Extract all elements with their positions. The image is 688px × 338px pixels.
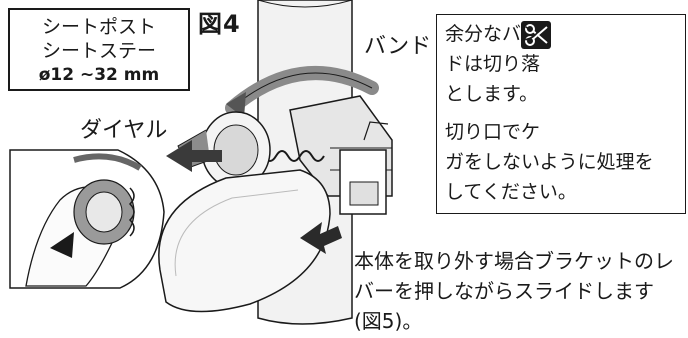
pull-arrow-icon bbox=[166, 140, 222, 172]
figure-label: 図4 bbox=[198, 10, 241, 38]
diameter-range: ø12 ~32 mm bbox=[38, 65, 160, 85]
slide-arrow-icon bbox=[300, 222, 342, 254]
trim-note-box: 余分なバン ドは切り落 とします。 切り口でケ ガをしないように処理を してくだ… bbox=[436, 14, 686, 214]
note-line-1: 余分なバン bbox=[445, 23, 541, 45]
removal-instructions: 本体を取り外す場合ブラケットのレ バーを押しながらスライドします (図5)。 bbox=[354, 246, 674, 336]
dial-knob bbox=[177, 111, 271, 189]
device-body bbox=[158, 169, 331, 313]
note-line-5: ガをしないように処理を bbox=[445, 151, 654, 173]
seatpost-label: シートポスト bbox=[41, 16, 156, 38]
scissors-icon bbox=[521, 21, 551, 49]
instruction-line-1: 本体を取り外す場合ブラケットのレ bbox=[354, 249, 674, 273]
note-line-2: ドは切り落 bbox=[445, 53, 541, 75]
seatstay-label: シートステー bbox=[41, 40, 156, 62]
bracket bbox=[289, 95, 393, 215]
seatpost-spec-box: シートポスト シートステー ø12 ~32 mm bbox=[8, 8, 190, 91]
instruction-line-3: (図5)。 bbox=[354, 309, 423, 333]
note-line-4: 切り口でケ bbox=[445, 121, 541, 143]
band-strap bbox=[225, 65, 379, 118]
instruction-line-2: バーを押しながらスライドします bbox=[354, 279, 654, 303]
note-line-6: してください。 bbox=[445, 181, 577, 203]
band-label: バンド bbox=[364, 34, 432, 59]
note-line-3: とします。 bbox=[445, 83, 539, 105]
dial-label: ダイヤル bbox=[80, 118, 168, 143]
hand-closeup bbox=[9, 149, 165, 289]
